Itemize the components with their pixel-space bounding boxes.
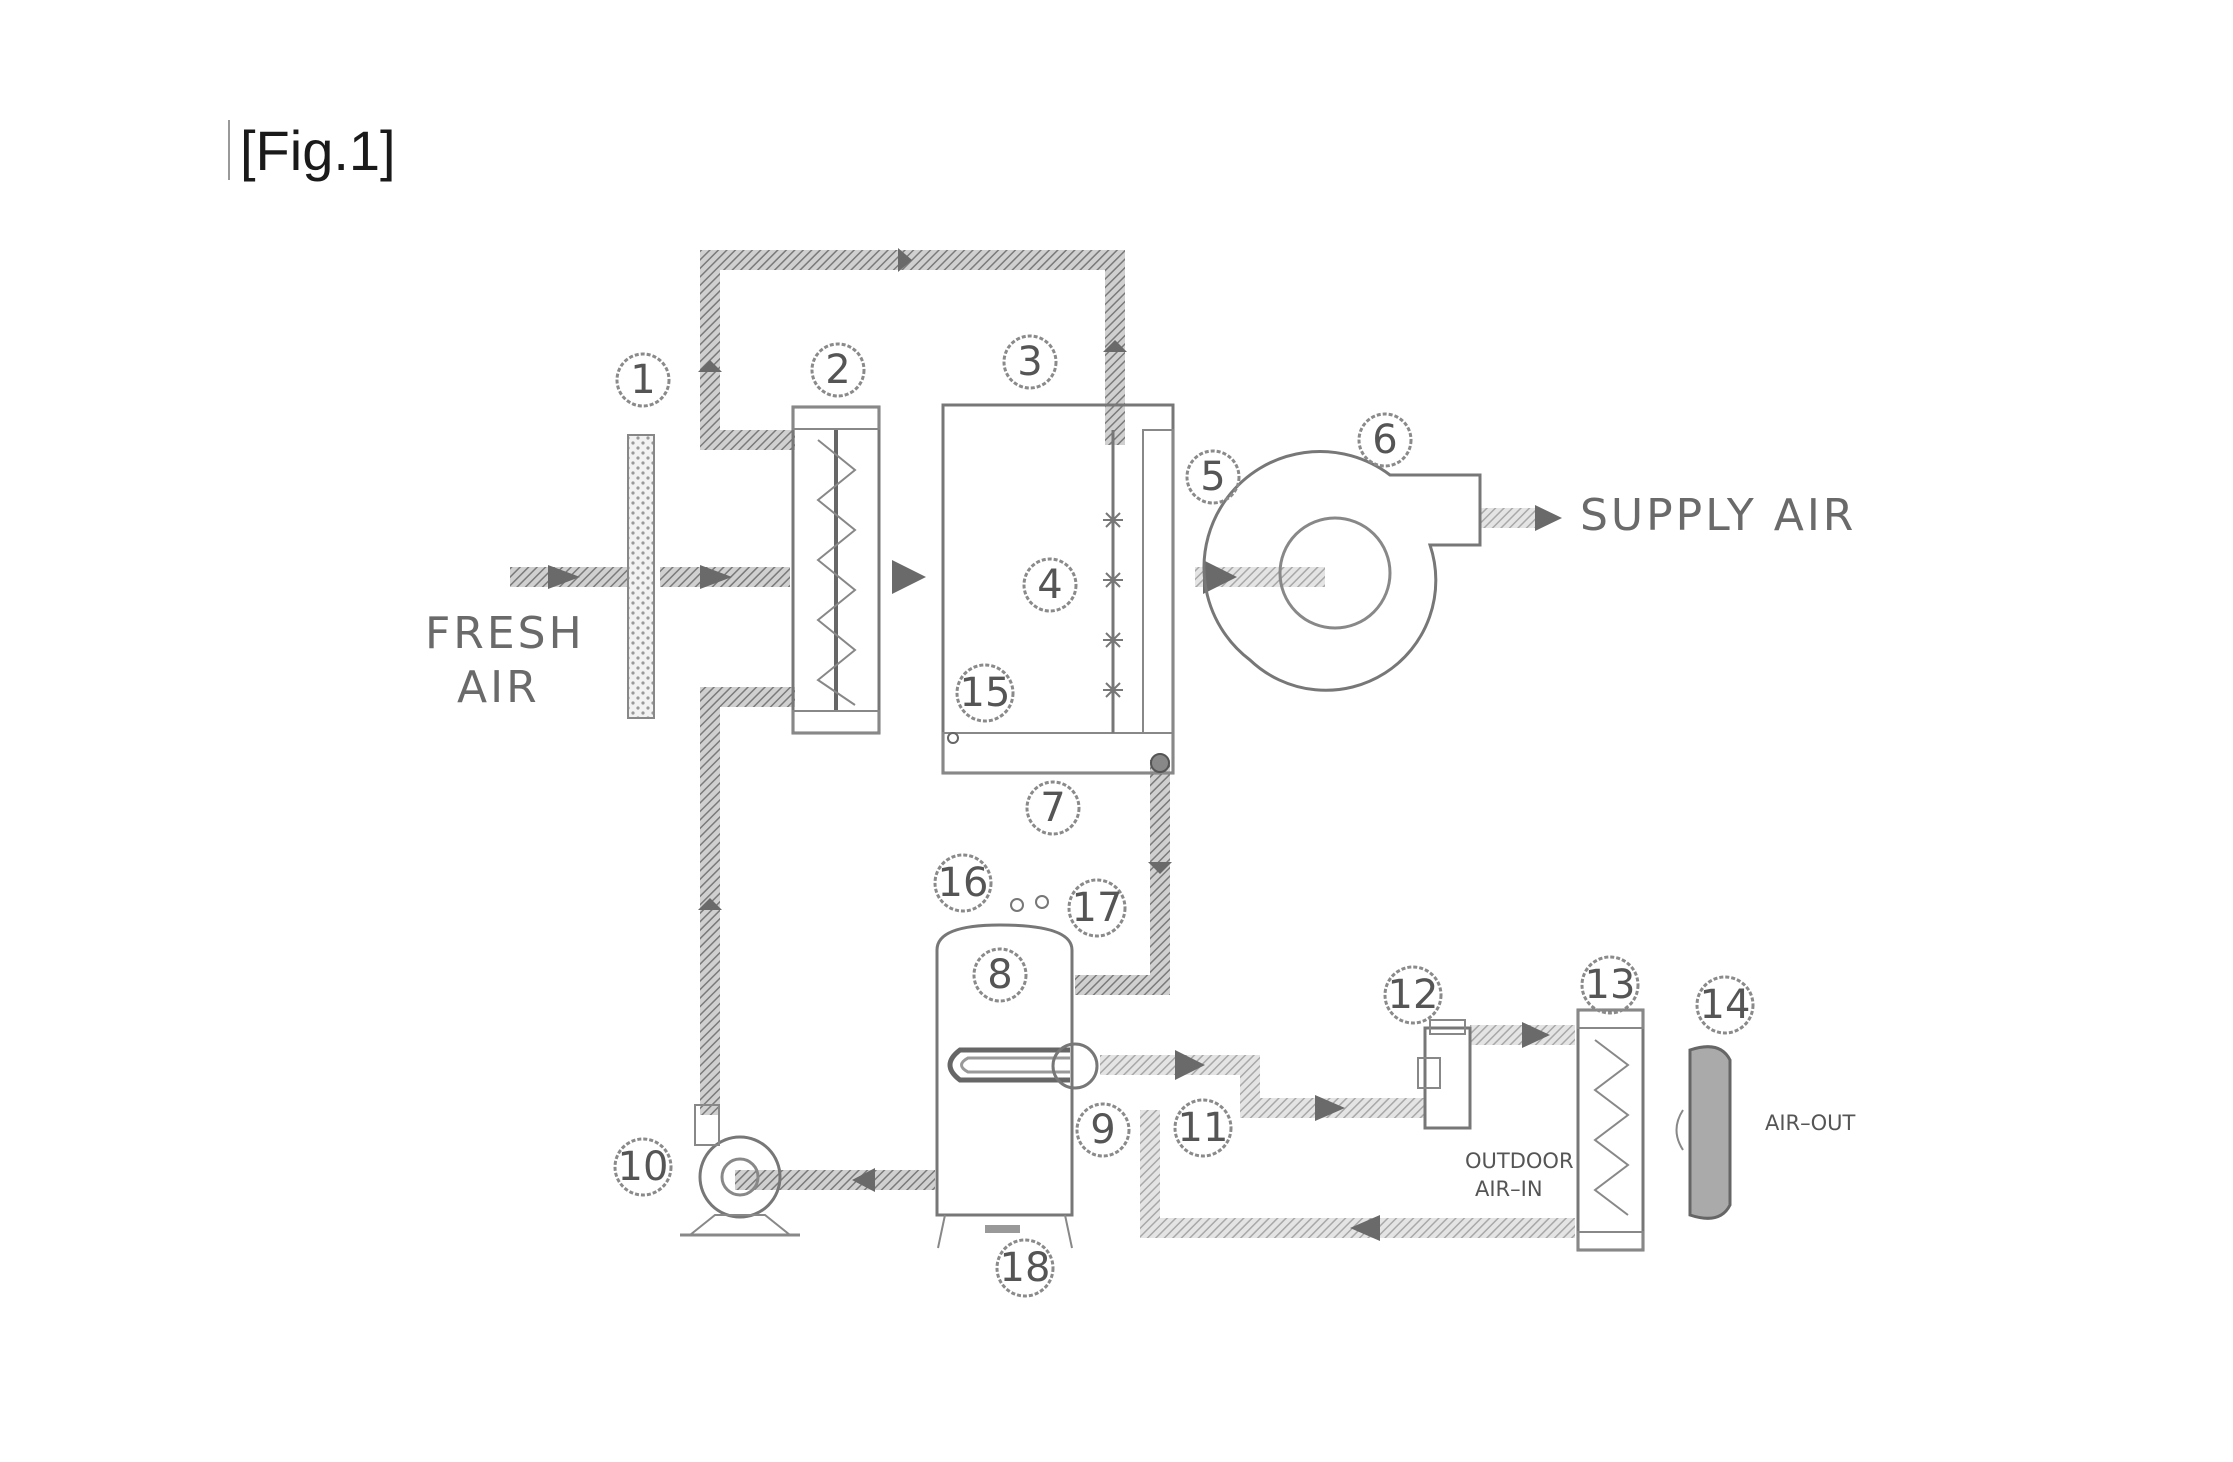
- callout-3: 3: [1002, 334, 1058, 390]
- arrow-into-chamber: [892, 560, 926, 594]
- callout-11: 11: [1173, 1098, 1233, 1158]
- exhaust-fan: [1675, 1045, 1732, 1220]
- callout-12: 12: [1383, 965, 1443, 1025]
- cooling-pad: [1142, 429, 1174, 734]
- flow-arrows: [548, 248, 1562, 1241]
- arrow-up-left: [698, 360, 722, 372]
- evaporative-chamber: [941, 403, 1175, 775]
- callout-13: 13: [1580, 955, 1640, 1015]
- supply-fan: [1202, 450, 1482, 692]
- outdoor-air-in-label-line2: AIR–IN: [1475, 1177, 1543, 1201]
- svg-text:17: 17: [1072, 885, 1123, 931]
- sump-drain-pipe: [1075, 760, 1170, 995]
- callout-2: 2: [810, 342, 866, 398]
- svg-text:7: 7: [1040, 785, 1065, 831]
- arrow-up-right: [1103, 340, 1127, 352]
- callout-8: 8: [972, 947, 1028, 1003]
- supply-air-label: SUPPLY AIR: [1580, 490, 1856, 541]
- fresh-air-label-line2: AIR: [457, 662, 540, 713]
- svg-text:14: 14: [1700, 982, 1751, 1028]
- svg-text:5: 5: [1200, 454, 1225, 500]
- svg-text:9: 9: [1090, 1107, 1115, 1153]
- air-out-label: AIR–OUT: [1765, 1111, 1856, 1135]
- arrow-refrig-2: [1315, 1095, 1345, 1121]
- arrow-to-tank: [852, 1168, 875, 1192]
- svg-text:3: 3: [1017, 339, 1042, 385]
- spray-nozzles: [1103, 510, 1123, 700]
- callout-5: 5: [1185, 449, 1241, 505]
- svg-text:8: 8: [987, 952, 1012, 998]
- arrow-drain-down: [1148, 862, 1172, 874]
- outdoor-air-in-label-line1: OUTDOOR: [1465, 1149, 1574, 1173]
- svg-text:4: 4: [1037, 562, 1062, 608]
- water-sump: [942, 732, 1174, 774]
- refrigerant-to-compressor: [1100, 1055, 1425, 1118]
- svg-text:15: 15: [960, 670, 1011, 716]
- figure-title: [Fig.1]: [240, 119, 396, 182]
- arrow-fresh-2: [700, 565, 732, 589]
- svg-text:10: 10: [618, 1144, 669, 1190]
- precooling-coil: [791, 405, 881, 735]
- svg-text:1: 1: [630, 357, 655, 403]
- arrow-into-fan: [1203, 560, 1237, 594]
- callout-18: 18: [995, 1238, 1055, 1298]
- heater-coil: [947, 1047, 1070, 1083]
- arrow-refrig-1: [1175, 1050, 1205, 1080]
- arrow-supply-air: [1535, 505, 1562, 531]
- top-return-pipe: [700, 250, 1125, 450]
- compressor: [1417, 1019, 1472, 1130]
- arrow-top-pipe: [898, 248, 912, 272]
- svg-text:2: 2: [825, 347, 850, 393]
- svg-text:6: 6: [1372, 417, 1397, 463]
- callout-15: 15: [955, 663, 1015, 723]
- svg-text:12: 12: [1388, 972, 1439, 1018]
- arrow-refrig-3: [1522, 1022, 1550, 1048]
- arrow-left-riser: [698, 898, 722, 910]
- water-tank: [935, 895, 1099, 1249]
- svg-text:18: 18: [1000, 1245, 1051, 1291]
- sump-outlet: [1150, 753, 1170, 773]
- svg-text:16: 16: [938, 860, 989, 906]
- svg-text:11: 11: [1178, 1105, 1229, 1151]
- callout-16: 16: [933, 853, 993, 913]
- callout-10: 10: [613, 1137, 673, 1197]
- svg-text:13: 13: [1585, 962, 1636, 1008]
- refrigerant-valve: [1051, 1042, 1099, 1090]
- callout-6: 6: [1357, 412, 1413, 468]
- condenser-return-pipe: [1140, 1110, 1575, 1238]
- callout-4: 4: [1022, 557, 1078, 613]
- arrow-return: [1350, 1215, 1380, 1241]
- callout-14: 14: [1695, 975, 1755, 1035]
- callout-17: 17: [1067, 878, 1127, 938]
- condenser-coil: [1576, 1008, 1645, 1252]
- fresh-air-label-line1: FRESH: [425, 608, 585, 659]
- callout-1: 1: [615, 352, 671, 408]
- arrow-fresh-1: [548, 565, 580, 589]
- callout-9: 9: [1075, 1102, 1131, 1158]
- callout-7: 7: [1025, 780, 1081, 836]
- circulation-pump: [680, 1104, 800, 1237]
- left-feed-pipe: [700, 687, 795, 1115]
- fresh-air-filter: [627, 434, 655, 719]
